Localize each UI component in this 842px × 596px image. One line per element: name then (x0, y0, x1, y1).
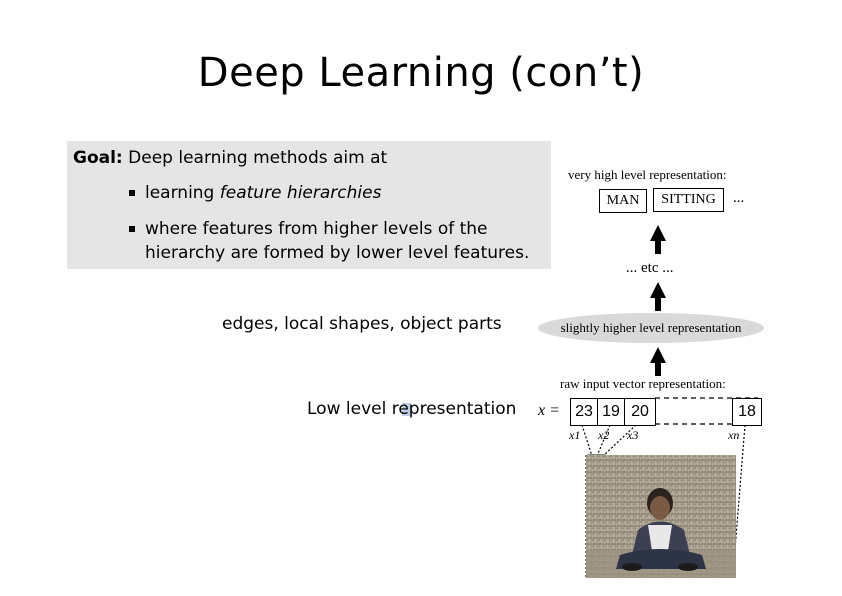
subscript-x2: x2 (598, 428, 610, 442)
bullet-mark-2 (129, 226, 135, 232)
bullet-1-plain: learning (145, 183, 220, 203)
arrow-up-icon (650, 347, 666, 376)
goal-line: Goal: Deep learning methods aim at (73, 148, 387, 168)
vector-cell-1: 23 (570, 398, 598, 426)
slightly-higher-label: slightly higher level representation (560, 320, 742, 335)
goal-box: Goal: Deep learning methods aim at learn… (67, 141, 551, 269)
bullet-1-italic: feature hierarchies (219, 183, 382, 203)
dotted-link-2 (596, 424, 611, 457)
x-equals: x = (538, 402, 560, 419)
arrow-up-icon (650, 225, 666, 254)
bullet-2-line-2: hierarchy are formed by lower level feat… (145, 243, 530, 263)
vector-cell-3: 20 (624, 398, 656, 426)
bullet-2-line-1: where features from higher levels of the (145, 219, 488, 239)
sitting-box: SITTING (653, 188, 724, 212)
bullet-mark-1 (129, 190, 135, 196)
very-high-label: very high level representation: (568, 167, 727, 182)
slide-title: Deep Learning (con’t) (197, 50, 645, 96)
slightly-higher-ellipse (538, 313, 764, 343)
subscript-xn: xn (728, 428, 740, 442)
raw-input-label: raw input vector representation: (560, 376, 726, 391)
arrow-up-icon (650, 282, 666, 311)
ellipsis-text: ... (733, 190, 745, 206)
vector-cell-2: 19 (597, 398, 625, 426)
etc-text: ... etc ... (626, 260, 674, 276)
vector-cell-n: 18 (732, 398, 762, 426)
subscript-x3: x3 (627, 428, 639, 442)
goal-text: Deep learning methods aim at (122, 148, 388, 168)
dotted-link-3 (602, 424, 637, 457)
subscript-x1: x1 (569, 428, 581, 442)
dotted-link-1 (581, 424, 593, 457)
highlight-mark (402, 403, 411, 416)
input-photo (586, 455, 736, 578)
input-photo-illustration (586, 455, 736, 578)
man-box: MAN (599, 189, 647, 213)
goal-label: Goal: (73, 148, 123, 168)
annotation-mid-level: edges, local shapes, object parts (222, 314, 502, 334)
bullet-1: learning feature hierarchies (145, 183, 381, 203)
annotation-low-level: Low level representation (307, 399, 517, 419)
